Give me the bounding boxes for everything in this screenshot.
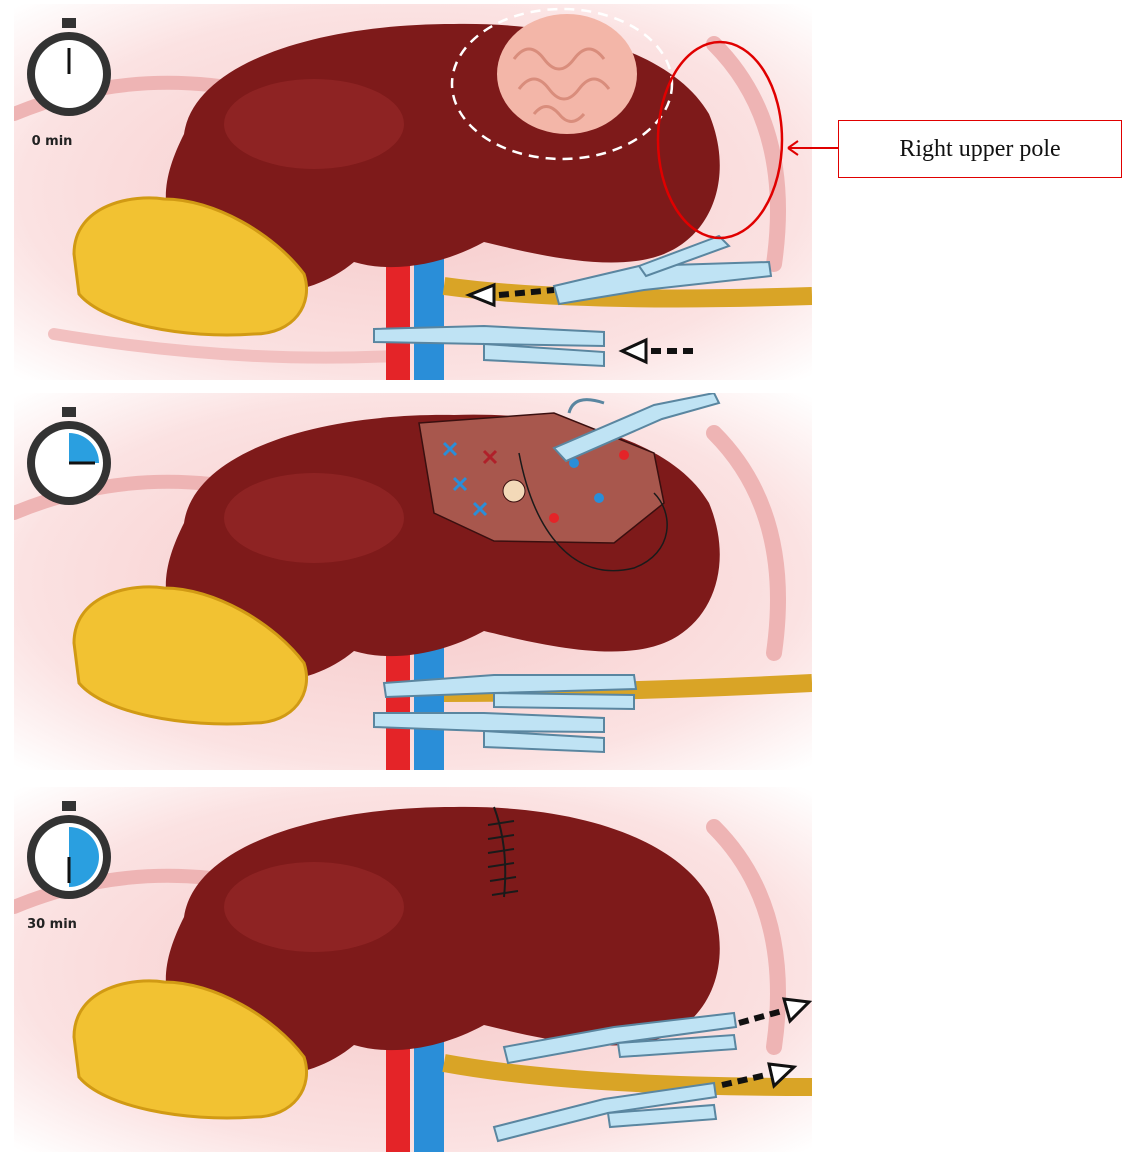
- time-label: 0 min: [20, 134, 84, 149]
- panel-0min: 0 min: [14, 4, 812, 380]
- panel-30min: 30 min: [14, 787, 812, 1152]
- panel-30min-illustration: [14, 787, 812, 1152]
- tumor: [497, 14, 637, 134]
- panel-0min-illustration: [14, 4, 812, 380]
- time-label: 30 min: [20, 917, 84, 932]
- kidney-highlight: [224, 79, 404, 169]
- panel-resection: [14, 393, 812, 770]
- collecting-system: [503, 480, 525, 502]
- panel-resection-illustration: [14, 393, 812, 770]
- annotation-label: Right upper pole: [838, 120, 1122, 178]
- kidney-highlight: [224, 862, 404, 952]
- annotation-arrow: [780, 130, 842, 160]
- kidney-highlight: [224, 473, 404, 563]
